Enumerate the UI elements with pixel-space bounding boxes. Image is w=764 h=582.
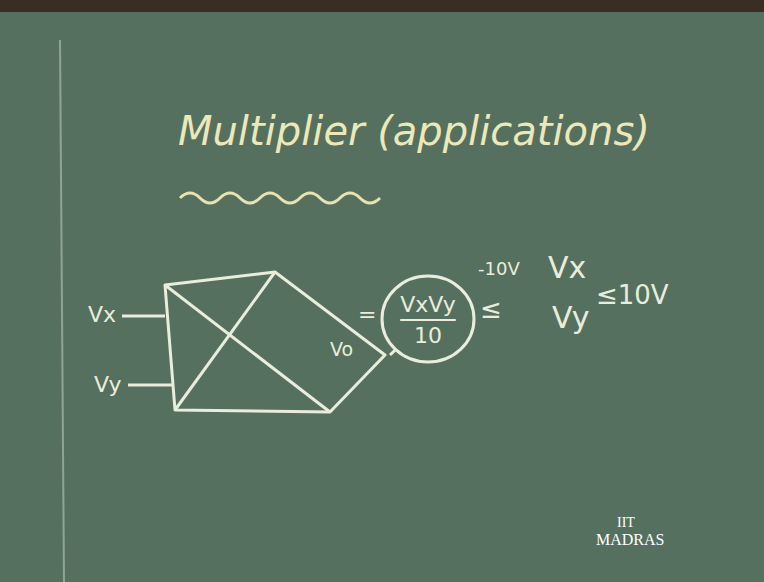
- multiplier-symbol: Vo: [160, 268, 390, 418]
- multiplier-cross: [165, 285, 330, 412]
- lower-limit: -10V: [478, 258, 520, 279]
- board-title: Multiplier (applications): [178, 108, 650, 154]
- board-edge-line: [60, 40, 64, 582]
- multiplier-body: [165, 272, 385, 412]
- upper-limit: ≤10V: [596, 280, 669, 310]
- equals-sign-wrap: =: [358, 302, 376, 327]
- chalkboard: [0, 12, 764, 582]
- multiplier-cross: [175, 272, 275, 410]
- inequality-sign-wrap: ≤: [480, 294, 502, 324]
- circle-outline-ring: [382, 276, 474, 362]
- multiplier-outline: [160, 268, 390, 418]
- fraction-numerator-wrap: VxVy: [400, 292, 456, 317]
- range-variable-wrap: Vy: [552, 300, 589, 335]
- circle-outline: [382, 276, 474, 362]
- input-label: Vy: [94, 372, 121, 397]
- input-label: Vx: [88, 302, 116, 327]
- fraction-denominator: 10: [414, 323, 442, 348]
- range-variable: Vx: [548, 250, 586, 285]
- board-frame: [0, 0, 764, 12]
- fraction-numerator: VxVy: [400, 292, 456, 317]
- output-pin-label-wrap: Vo: [330, 338, 353, 360]
- watermark-wrap: MADRAS: [596, 530, 664, 549]
- wavy-underline: [180, 193, 380, 203]
- watermark-wrap: IIT: [617, 512, 635, 531]
- watermark: MADRAS: [596, 531, 664, 548]
- equals-sign: =: [358, 302, 376, 327]
- output-pin-label: Vo: [330, 338, 353, 360]
- board-title-wrap: Multiplier (applications): [178, 108, 650, 154]
- fraction-bar: [400, 319, 456, 321]
- input-wire: [128, 384, 172, 387]
- lower-limit-wrap: -10V: [478, 258, 520, 279]
- watermark: IIT: [617, 515, 635, 530]
- output-circle: VxVy 10: [382, 276, 474, 362]
- input-wire: [122, 315, 165, 318]
- upper-limit-wrap: ≤10V: [596, 280, 669, 310]
- input-label-wrap: Vy: [94, 372, 121, 397]
- fraction-denominator-wrap: 10: [414, 323, 442, 348]
- input-label-wrap: Vx: [88, 302, 116, 327]
- range-variable: Vy: [552, 300, 589, 335]
- inequality-sign: ≤: [480, 294, 502, 324]
- range-variable-wrap: Vx: [548, 250, 586, 285]
